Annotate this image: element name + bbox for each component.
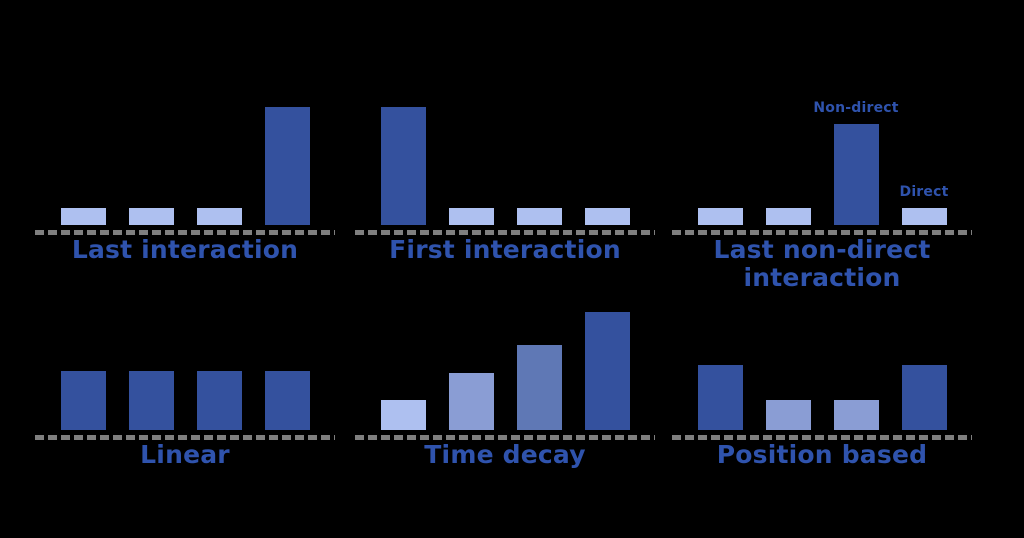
baseline-axis bbox=[35, 230, 335, 235]
bar bbox=[264, 107, 310, 225]
caption-line: interaction bbox=[743, 263, 901, 292]
bar bbox=[60, 208, 106, 225]
bar bbox=[448, 373, 494, 430]
bar bbox=[765, 400, 811, 430]
bar bbox=[901, 365, 947, 430]
plot-area-first-interaction bbox=[355, 95, 655, 235]
baseline-axis bbox=[35, 435, 335, 440]
bar bbox=[196, 371, 242, 430]
bar bbox=[196, 208, 242, 225]
plot-area-position-based bbox=[672, 300, 972, 440]
panel-linear: Linear bbox=[35, 300, 335, 469]
caption-line: First interaction bbox=[389, 235, 621, 264]
bar bbox=[380, 400, 426, 430]
caption-line: Time decay bbox=[424, 440, 586, 469]
caption-linear: Linear bbox=[35, 441, 335, 469]
caption-line: Last interaction bbox=[71, 235, 299, 264]
bar bbox=[833, 400, 879, 430]
bar bbox=[584, 312, 630, 430]
bar bbox=[697, 365, 743, 430]
baseline-axis bbox=[672, 230, 972, 235]
caption-time-decay: Time decay bbox=[355, 441, 655, 469]
panel-first-interaction: First interaction bbox=[355, 95, 655, 264]
caption-line: Last non-direct bbox=[713, 235, 931, 264]
bar bbox=[833, 124, 879, 225]
bar bbox=[264, 371, 310, 430]
panel-position-based: Position based bbox=[672, 300, 972, 469]
plot-area-linear bbox=[35, 300, 335, 440]
baseline-axis bbox=[355, 230, 655, 235]
bar-group bbox=[35, 95, 335, 225]
bar bbox=[516, 345, 562, 430]
bar-group bbox=[672, 300, 972, 430]
bar bbox=[448, 208, 494, 225]
bar bbox=[697, 208, 743, 225]
caption-line: Linear bbox=[140, 440, 230, 469]
bar bbox=[516, 208, 562, 225]
bar bbox=[128, 371, 174, 430]
plot-area-last-interaction bbox=[35, 95, 335, 235]
caption-last-interaction: Last interaction bbox=[35, 236, 335, 264]
bar bbox=[128, 208, 174, 225]
bar-group bbox=[35, 300, 335, 430]
annotation-non-direct: Non-direct bbox=[813, 100, 899, 116]
caption-position-based: Position based bbox=[672, 441, 972, 469]
baseline-axis bbox=[355, 435, 655, 440]
bar bbox=[901, 208, 947, 225]
bar bbox=[60, 371, 106, 430]
bar-group bbox=[355, 300, 655, 430]
annotation-direct: Direct bbox=[899, 184, 949, 200]
bar bbox=[380, 107, 426, 225]
bar-group bbox=[672, 95, 972, 225]
caption-line: Position based bbox=[716, 440, 928, 469]
plot-area-time-decay bbox=[355, 300, 655, 440]
caption-first-interaction: First interaction bbox=[355, 236, 655, 264]
bar bbox=[765, 208, 811, 225]
panel-time-decay: Time decay bbox=[355, 300, 655, 469]
bar bbox=[584, 208, 630, 225]
baseline-axis bbox=[672, 435, 972, 440]
bar-group bbox=[355, 95, 655, 225]
panel-last-interaction: Last interaction bbox=[35, 95, 335, 264]
